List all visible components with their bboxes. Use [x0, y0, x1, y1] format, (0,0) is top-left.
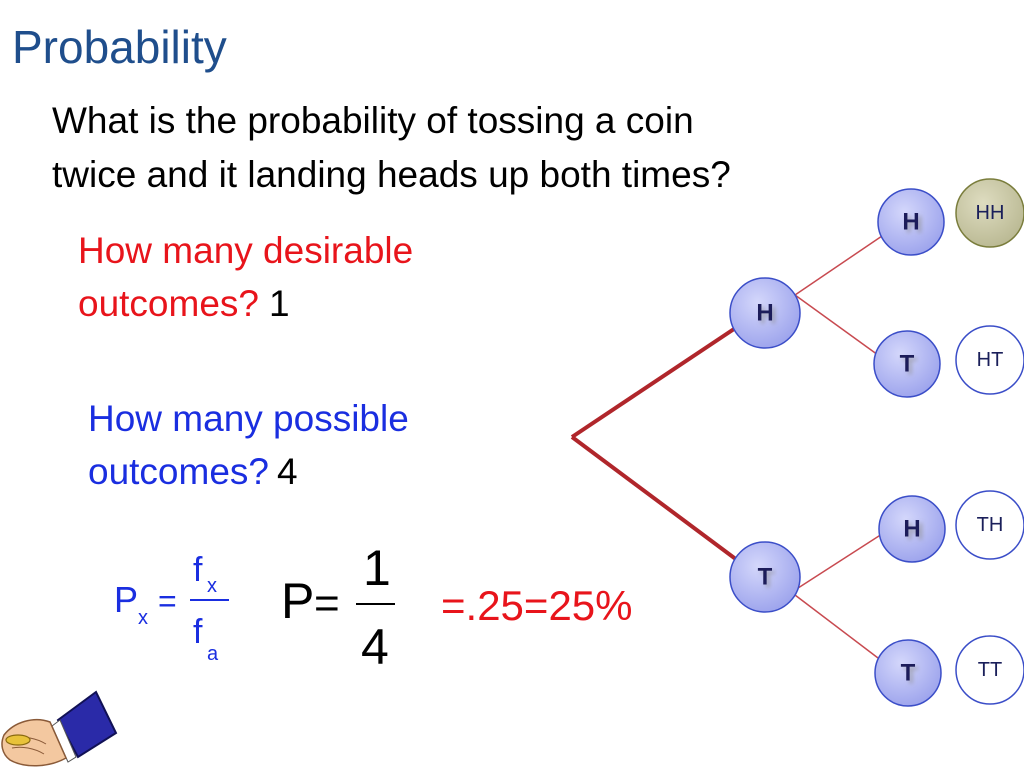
- result-numerator: 1: [363, 540, 391, 596]
- branch-root-to-t: [570, 435, 739, 562]
- branch-h-to-h: [794, 235, 883, 296]
- outcome-label: TT: [978, 659, 1002, 681]
- result-denominator: 4: [361, 619, 389, 675]
- formula-denominator: f: [193, 613, 203, 651]
- formula-p-subscript: x: [138, 607, 148, 629]
- formula-p: P: [114, 579, 138, 620]
- outcome-th: TH: [955, 490, 1024, 560]
- outcome-label: HT: [977, 349, 1004, 371]
- branch-h-to-t: [794, 294, 879, 356]
- possible-answer: 4: [277, 451, 298, 492]
- outcome-label: HH: [976, 202, 1005, 224]
- result-p: P: [281, 573, 314, 629]
- second-toss-tt-node: T: [874, 639, 942, 707]
- desirable-question-line-2: outcomes?1: [78, 283, 290, 325]
- second-toss-label: T: [900, 351, 915, 378]
- coin-icon: [5, 734, 31, 746]
- outcome-label: TH: [977, 514, 1004, 536]
- branch-t-to-h: [794, 533, 883, 591]
- hand-coin-clipart: [1, 690, 118, 767]
- second-toss-hh-node: H: [877, 188, 945, 256]
- question-line-2: twice and it landing heads up both times…: [52, 154, 731, 195]
- first-toss-heads-node: H: [729, 277, 801, 349]
- second-toss-label: H: [903, 516, 920, 543]
- probability-result: P = 1 4 =.25=25%: [281, 540, 633, 675]
- probability-formula: P x = f x f a: [114, 551, 229, 665]
- outcome-tt: TT: [955, 635, 1024, 705]
- second-toss-label: H: [902, 209, 919, 236]
- second-toss-th-node: H: [878, 495, 946, 563]
- desirable-question-line-1: How many desirable: [78, 230, 414, 271]
- outcome-hh: HH: [955, 178, 1024, 248]
- possible-question-text: outcomes?: [88, 451, 269, 492]
- second-toss-label: T: [901, 660, 916, 687]
- formula-equals: =: [158, 583, 177, 619]
- desirable-question-text: outcomes?: [78, 283, 259, 324]
- outcome-ht: HT: [955, 325, 1024, 395]
- formula-numerator: f: [193, 551, 203, 589]
- desirable-answer: 1: [269, 283, 290, 324]
- first-toss-tails-node: T: [729, 541, 801, 613]
- first-toss-tails-label: T: [758, 564, 773, 591]
- first-toss-heads-label: H: [756, 300, 773, 327]
- formula-numerator-subscript: x: [207, 575, 217, 597]
- branch-t-to-t: [794, 594, 879, 659]
- page-title: Probability: [12, 21, 227, 73]
- question-line-1: What is the probability of tossing a coi…: [52, 100, 694, 141]
- branch-root-to-h: [570, 325, 739, 439]
- possible-question-line-2: outcomes?4: [88, 451, 298, 493]
- formula-denominator-subscript: a: [207, 643, 219, 665]
- result-equals: =: [314, 579, 340, 628]
- result-value: =.25=25%: [441, 582, 633, 629]
- possible-question-line-1: How many possible: [88, 398, 409, 439]
- second-toss-ht-node: T: [873, 330, 941, 398]
